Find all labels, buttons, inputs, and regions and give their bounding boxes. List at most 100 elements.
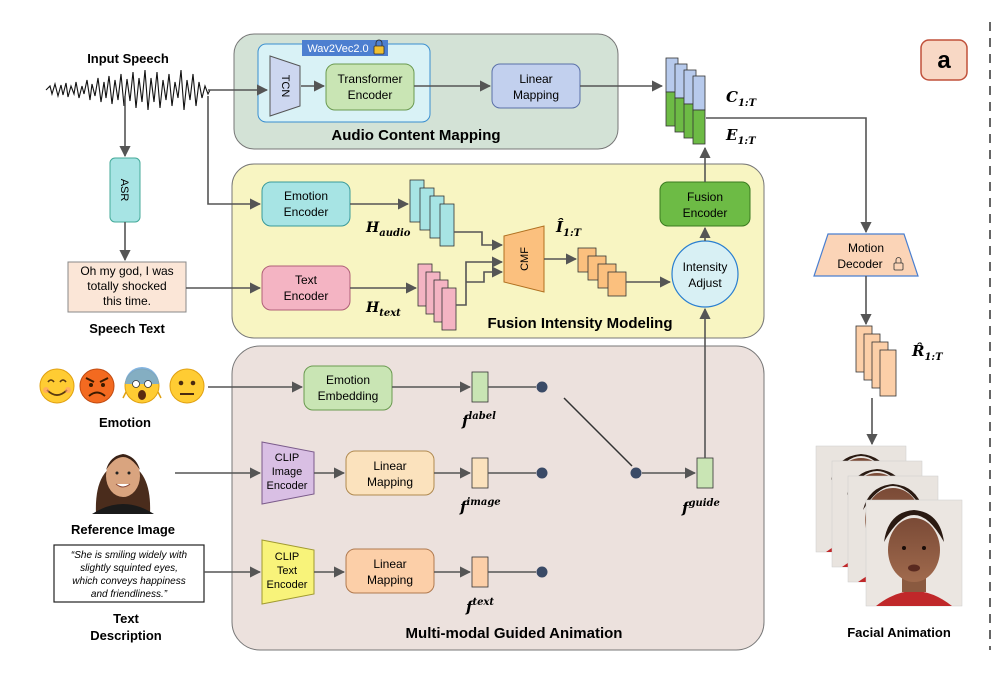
text-desc-title-1: Text — [113, 611, 139, 626]
intensity-adjust-block: Intensity Adjust — [671, 240, 739, 308]
text-desc-line-2: slightly squinted eyes, — [80, 563, 178, 574]
reference-title: Reference Image — [71, 522, 175, 537]
lock-icon — [373, 39, 385, 55]
emoji-happy-icon — [39, 368, 75, 404]
transformer-label-2: Encoder — [348, 88, 393, 102]
text-desc-line-3: which conveys happiness — [72, 576, 185, 587]
transformer-encoder-block: Transformer Encoder — [325, 63, 415, 111]
emotion-embedding-label-2: Embedding — [318, 389, 379, 403]
switch-dot-output — [630, 467, 642, 479]
intensity-label-1: Intensity — [683, 260, 728, 274]
arrows — [119, 80, 878, 578]
badge-label: a — [937, 47, 951, 74]
switch-dot-image — [536, 467, 548, 479]
emoji-neutral-icon — [169, 368, 205, 404]
i-hat-symbol: Î1:T — [555, 218, 583, 239]
decoder-lock-icon — [893, 257, 904, 271]
text-desc-line-4: and friendliness.” — [91, 589, 168, 600]
r-hat-feature-stack — [855, 325, 897, 397]
text-desc-title-2: Description — [90, 628, 162, 643]
fusion-encoder-block: Fusion Encoder — [659, 181, 751, 227]
clip-image-label-1: CLIP — [275, 452, 299, 464]
emotion-title: Emotion — [99, 415, 151, 430]
h-audio-symbol: Haudio — [365, 220, 411, 239]
c-e-feature-stack — [665, 57, 706, 145]
e-symbol: E1:T — [725, 126, 757, 147]
emotion-embedding-block: Emotion Embedding — [303, 365, 393, 411]
clip-text-label-1: CLIP — [275, 551, 299, 563]
text-encoder-block: Text Encoder — [261, 265, 351, 311]
f-image-feature — [471, 457, 489, 489]
asr-block: ASR — [109, 157, 141, 223]
clip-image-label-3: Encoder — [267, 480, 308, 492]
speech-text-line-2: totally shocked — [87, 279, 166, 293]
clip-text-label-2: Text — [277, 565, 297, 577]
f-guide-symbol: fguide — [681, 498, 720, 517]
f-image-symbol: fimage — [459, 497, 501, 516]
emotion-embedding-label-1: Emotion — [326, 373, 370, 387]
linear-text-label-1: Linear — [373, 557, 406, 571]
linear-audio-label-1: Linear — [519, 72, 552, 86]
clip-image-encoder-block: CLIP Image Encoder — [261, 441, 315, 505]
f-label-feature — [471, 371, 489, 403]
guided-panel-title: Multi-modal Guided Animation — [406, 625, 623, 642]
h-text-feature-stack — [417, 263, 457, 331]
facial-animation-title: Facial Animation — [847, 625, 951, 640]
fusion-encoder-label-1: Fusion — [687, 190, 723, 204]
animation-frame-front — [865, 499, 963, 607]
text-encoder-label-1: Text — [295, 273, 318, 287]
linear-mapping-text-block: Linear Mapping — [345, 548, 435, 594]
linear-text-label-2: Mapping — [367, 573, 413, 587]
emotion-encoder-block: Emotion Encoder — [261, 181, 351, 227]
emotion-encoder-label-2: Encoder — [284, 205, 329, 219]
clip-text-label-3: Encoder — [267, 579, 308, 591]
r-hat-symbol: R̂1:T — [911, 342, 944, 363]
audio-panel-title: Audio Content Mapping — [331, 127, 500, 144]
emotion-encoder-label-1: Emotion — [284, 189, 328, 203]
speech-text-line-1: Oh my god, I was — [80, 264, 173, 278]
f-guide-feature — [696, 457, 714, 489]
input-speech-label: Input Speech — [87, 51, 169, 66]
motion-decoder-label-2: Decoder — [837, 257, 882, 271]
speech-text-box: Oh my god, I was totally shocked this ti… — [67, 261, 187, 313]
panel-badge: a — [920, 39, 968, 81]
transformer-label-1: Transformer — [338, 72, 403, 86]
f-label-symbol: flabel — [461, 411, 496, 430]
tcn-label: TCN — [279, 75, 291, 98]
switch-dot-text — [536, 566, 548, 578]
text-desc-line-1: “She is smiling widely with — [71, 550, 188, 561]
speech-text-title: Speech Text — [89, 321, 165, 336]
reference-image — [86, 440, 160, 514]
motion-decoder-label-1: Motion — [848, 241, 884, 255]
clip-text-encoder-block: CLIP Text Encoder — [261, 539, 315, 605]
text-encoder-label-2: Encoder — [284, 289, 329, 303]
fusion-intensity-panel: Fusion Intensity Modeling — [231, 163, 765, 339]
linear-image-label-2: Mapping — [367, 475, 413, 489]
switch-dot-label — [536, 381, 548, 393]
f-text-feature — [471, 556, 489, 588]
h-text-symbol: Htext — [365, 300, 401, 319]
facial-animation-frames — [815, 445, 963, 607]
i-hat-feature-stack — [577, 247, 627, 297]
speech-text-line-3: this time. — [103, 294, 151, 308]
fusion-panel-title: Fusion Intensity Modeling — [488, 315, 673, 332]
emoji-shocked-icon — [122, 367, 162, 404]
asr-label: ASR — [118, 179, 130, 202]
linear-image-label-1: Linear — [373, 459, 406, 473]
motion-decoder-block: Motion Decoder — [813, 233, 919, 277]
fusion-encoder-label-2: Encoder — [683, 206, 728, 220]
switch-lever — [563, 397, 633, 467]
cmf-label: CMF — [519, 247, 531, 271]
clip-image-label-2: Image — [272, 466, 303, 478]
c-symbol: C1:T — [726, 88, 758, 109]
linear-audio-label-2: Mapping — [513, 88, 559, 102]
tcn-block: TCN — [269, 55, 301, 117]
f-text-symbol: ftext — [465, 597, 494, 616]
h-audio-feature-stack — [409, 179, 455, 247]
intensity-label-2: Adjust — [688, 276, 722, 290]
linear-mapping-image-block: Linear Mapping — [345, 450, 435, 496]
emoji-angry-icon — [79, 368, 115, 404]
text-description-box: “She is smiling widely with slightly squ… — [53, 544, 205, 603]
linear-mapping-audio-block: Linear Mapping — [491, 63, 581, 109]
feature-connectors — [488, 386, 536, 573]
